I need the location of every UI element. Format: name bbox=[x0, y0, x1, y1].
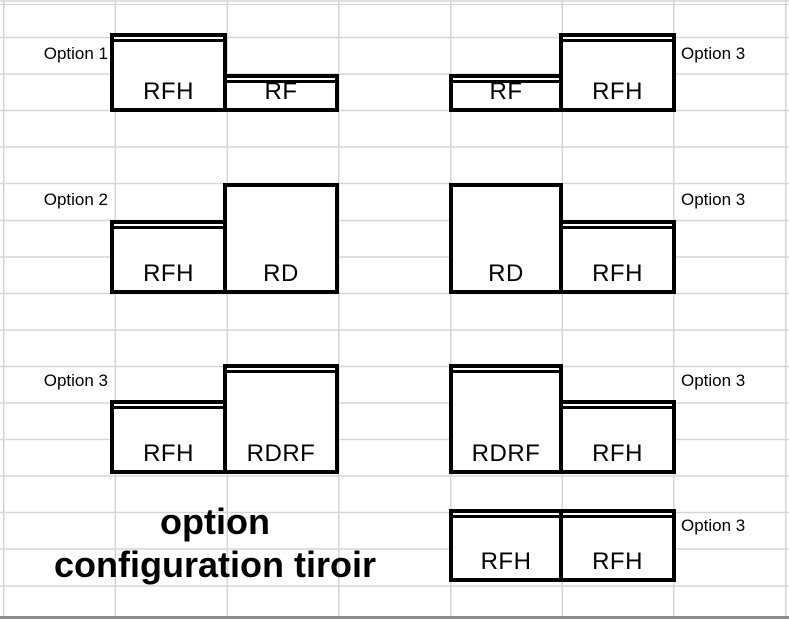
drawer-box-rfh[interactable]: RFH bbox=[559, 400, 676, 474]
drawer-divider-line bbox=[453, 80, 559, 83]
drawer-divider-line bbox=[563, 406, 672, 409]
box-label: RFH bbox=[592, 78, 643, 105]
drawer-box-rd[interactable]: RD bbox=[449, 183, 563, 294]
option-label-3-left: Option 3 bbox=[43, 371, 108, 390]
option-label-3-top-right: Option 3 bbox=[681, 44, 746, 63]
box-label: RFH bbox=[143, 440, 194, 467]
drawer-box-rf[interactable]: RF bbox=[449, 74, 563, 112]
drawer-box-rfh[interactable]: RFH bbox=[559, 33, 676, 112]
option-label-3-bottom-right: Option 3 bbox=[681, 371, 746, 390]
drawer-box-rdrf[interactable]: RDRF bbox=[449, 364, 563, 474]
drawer-box-rfh[interactable]: RFH bbox=[559, 509, 676, 582]
diagram-caption: option configuration tiroir bbox=[25, 500, 405, 586]
drawer-divider-line bbox=[453, 370, 559, 373]
option-label-1: Option 1 bbox=[43, 44, 108, 63]
drawer-box-rf[interactable]: RF bbox=[223, 74, 339, 112]
drawer-box-rfh[interactable]: RFH bbox=[449, 509, 563, 582]
option-label-3-double-rfh: Option 3 bbox=[681, 516, 746, 535]
drawer-box-rfh[interactable]: RFH bbox=[110, 33, 227, 112]
box-label: RF bbox=[489, 78, 523, 105]
drawer-divider-line bbox=[114, 226, 223, 229]
drawer-box-rfh[interactable]: RFH bbox=[110, 220, 227, 294]
box-label: RFH bbox=[480, 548, 532, 575]
box-label: RFH bbox=[592, 440, 643, 467]
drawer-divider-line bbox=[563, 39, 672, 42]
drawer-box-rfh[interactable]: RFH bbox=[559, 220, 676, 294]
box-label: RF bbox=[264, 78, 298, 105]
caption-line-1: option bbox=[160, 501, 270, 542]
drawer-divider-line bbox=[114, 406, 223, 409]
box-label: RD bbox=[488, 260, 524, 287]
box-label: RDRF bbox=[246, 440, 316, 467]
drawer-divider-line bbox=[453, 515, 559, 518]
box-label: RFH bbox=[143, 78, 194, 105]
drawer-box-rfh[interactable]: RFH bbox=[110, 400, 227, 474]
box-label: RD bbox=[263, 260, 299, 287]
grid-top-line bbox=[0, 3, 789, 5]
caption-line-2: configuration tiroir bbox=[54, 544, 376, 585]
drawer-divider-line bbox=[563, 515, 672, 518]
drawer-divider-line bbox=[114, 39, 223, 42]
option-label-3-mid-right: Option 3 bbox=[681, 190, 746, 209]
sheet-bottom-edge bbox=[0, 616, 789, 619]
drawer-divider-line bbox=[563, 226, 672, 229]
drawer-box-rd[interactable]: RD bbox=[223, 183, 339, 294]
box-label: RFH bbox=[592, 260, 643, 287]
drawer-box-rdrf[interactable]: RDRF bbox=[223, 364, 339, 474]
box-label: RDRF bbox=[471, 440, 541, 467]
option-label-2: Option 2 bbox=[43, 190, 108, 209]
box-label: RFH bbox=[143, 260, 194, 287]
box-label: RFH bbox=[592, 548, 643, 575]
drawer-divider-line bbox=[227, 370, 335, 373]
drawer-divider-line bbox=[227, 80, 335, 83]
